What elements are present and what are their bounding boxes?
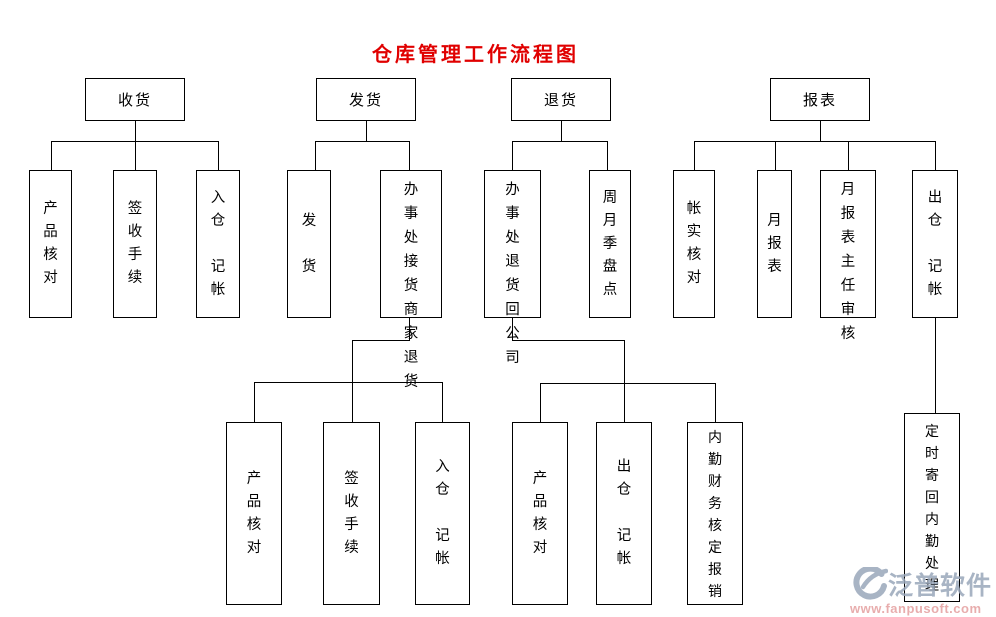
node-receiving: 收货 (85, 78, 185, 121)
node-label: 周 月 季 盘 点 (602, 189, 618, 298)
connector (409, 318, 410, 340)
connector (512, 141, 513, 170)
connector (366, 121, 367, 141)
node-label: 出 仓 记 帐 (616, 459, 632, 567)
node-warehouse-out-entry-2: 出 仓 记 帐 (596, 422, 652, 605)
node-label: 入 仓 记 帐 (435, 459, 450, 567)
diagram-title: 仓库管理工作流程图 (372, 44, 579, 66)
node-label: 签 收 手 续 (344, 470, 359, 556)
node-sign-procedure-2: 签 收 手 续 (323, 422, 380, 605)
node-label: 报表 (802, 92, 837, 109)
node-label: 退货 (543, 92, 578, 109)
node-label: 产 品 核 对 (246, 470, 262, 556)
node-warehouse-in-entry-1: 入 仓 记 帐 (196, 170, 240, 318)
node-label: 发货 (348, 92, 383, 109)
connector (135, 121, 136, 141)
connector (820, 121, 821, 141)
connector (254, 382, 255, 422)
connector (624, 340, 625, 422)
connector (512, 141, 608, 142)
connector (218, 141, 219, 170)
connector (254, 382, 443, 383)
node-label: 内 勤 财 务 核 定 报 销 (708, 428, 722, 599)
node-label: 签 收 手 续 (127, 201, 143, 286)
connector (352, 382, 353, 422)
node-monthly-report-director-review: 月报 表主 任审 核 (820, 170, 876, 342)
watermark-url: www.fanpusoft.com (850, 601, 982, 616)
node-label: 发 货 (301, 212, 317, 275)
connector (409, 141, 410, 170)
connector (561, 121, 562, 141)
connector (848, 141, 849, 170)
connector (540, 383, 541, 422)
connector (775, 141, 776, 170)
node-warehouse-in-entry-2: 入 仓 记 帐 (415, 422, 470, 605)
node-label: 入 仓 记 帐 (210, 189, 226, 298)
node-scheduled-return-back-office: 定 时 寄 回 内 勤 处 理 (904, 413, 960, 602)
connector (442, 382, 443, 422)
connector (694, 141, 935, 142)
node-label: 产 品 核 对 (43, 201, 58, 286)
node-shipping: 发货 (316, 78, 416, 121)
node-product-check-3: 产 品 核 对 (512, 422, 568, 605)
connector (315, 141, 410, 142)
node-product-check-2: 产 品 核 对 (226, 422, 282, 605)
watermark-brand: 泛普软件 (888, 572, 993, 600)
connector (935, 318, 936, 413)
fanpu-logo-icon (853, 567, 888, 600)
node-product-check-1: 产 品 核 对 (29, 170, 72, 318)
node-book-physical-check: 帐 实 核 对 (673, 170, 715, 318)
node-label: 月 报 表 (767, 212, 782, 275)
node-label: 出 仓 记 帐 (927, 189, 943, 298)
connector (607, 141, 608, 170)
node-week-month-quarter-stocktake: 周 月 季 盘 点 (589, 170, 631, 318)
node-office-receive-merchant-returns: 办事 处接 货商 家退 货 (380, 170, 442, 390)
node-monthly-report: 月 报 表 (757, 170, 792, 318)
node-label: 办事 处接 货商 家退 货 (403, 182, 431, 390)
node-label: 帐 实 核 对 (686, 201, 702, 286)
node-office-return-to-company: 办事 处退 货回 公司 (484, 170, 541, 366)
connector (935, 141, 936, 170)
connector (352, 340, 353, 382)
connector (715, 383, 716, 422)
connector (135, 141, 136, 170)
connector (352, 340, 410, 341)
node-warehouse-out-entry-1: 出 仓 记 帐 (912, 170, 958, 318)
node-back-office-finance-approve-reimburse: 内 勤 财 务 核 定 报 销 (687, 422, 743, 605)
connector (512, 318, 513, 340)
node-label: 月报 表主 任审 核 (840, 182, 868, 342)
connector (315, 141, 316, 170)
node-returns: 退货 (511, 78, 611, 121)
node-label: 定 时 寄 回 内 勤 处 理 (925, 422, 939, 593)
node-ship-goods: 发 货 (287, 170, 331, 318)
node-sign-procedure-1: 签 收 手 续 (113, 170, 157, 318)
node-reports: 报表 (770, 78, 870, 121)
node-label: 产 品 核 对 (532, 470, 548, 556)
connector (694, 141, 695, 170)
watermark: 泛普软件 www.fanpusoft.com (850, 566, 996, 616)
connector (512, 340, 625, 341)
connector (540, 383, 716, 384)
node-label: 收货 (117, 92, 152, 109)
connector (51, 141, 52, 170)
